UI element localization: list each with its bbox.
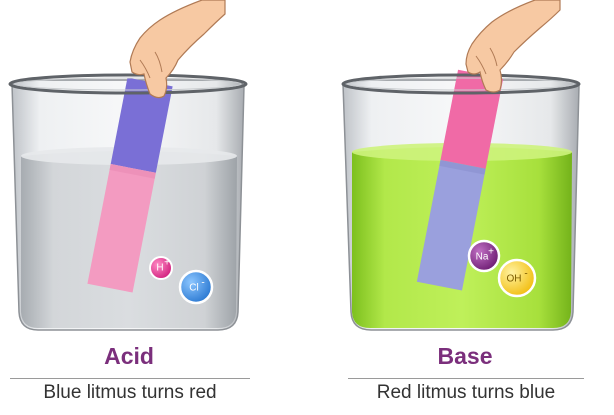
ion-icon-h: H + [149,256,173,280]
acid-caption: Blue litmus turns red [43,382,217,403]
ion-cl-label: Cl [189,283,198,294]
ion-na-label: Na [476,252,489,263]
hand-icon [129,0,226,99]
acid-title: Acid [104,343,154,369]
ion-cl-charge: - [201,278,204,289]
ion-h-charge: + [164,258,170,269]
ion-icon-na: Na + [467,239,501,273]
litmus-strip-icon [87,77,173,293]
hand-icon [465,0,561,93]
acid-beaker: H + Cl - [8,0,248,331]
ion-oh-charge: - [524,269,527,280]
acid-divider [10,378,250,379]
acid-beaker-rim [8,73,248,95]
base-divider [348,378,584,379]
ion-h-label: H [156,263,163,274]
ion-oh-label: OH [507,274,522,285]
base-caption: Red litmus turns blue [376,382,556,403]
ion-icon-cl: Cl - [178,269,214,305]
ion-icon-oh: OH - [497,258,537,298]
base-beaker-rim [341,73,581,95]
base-beaker: Na + OH - [341,0,581,331]
base-title: Base [437,343,493,369]
ion-na-charge: + [488,247,494,258]
